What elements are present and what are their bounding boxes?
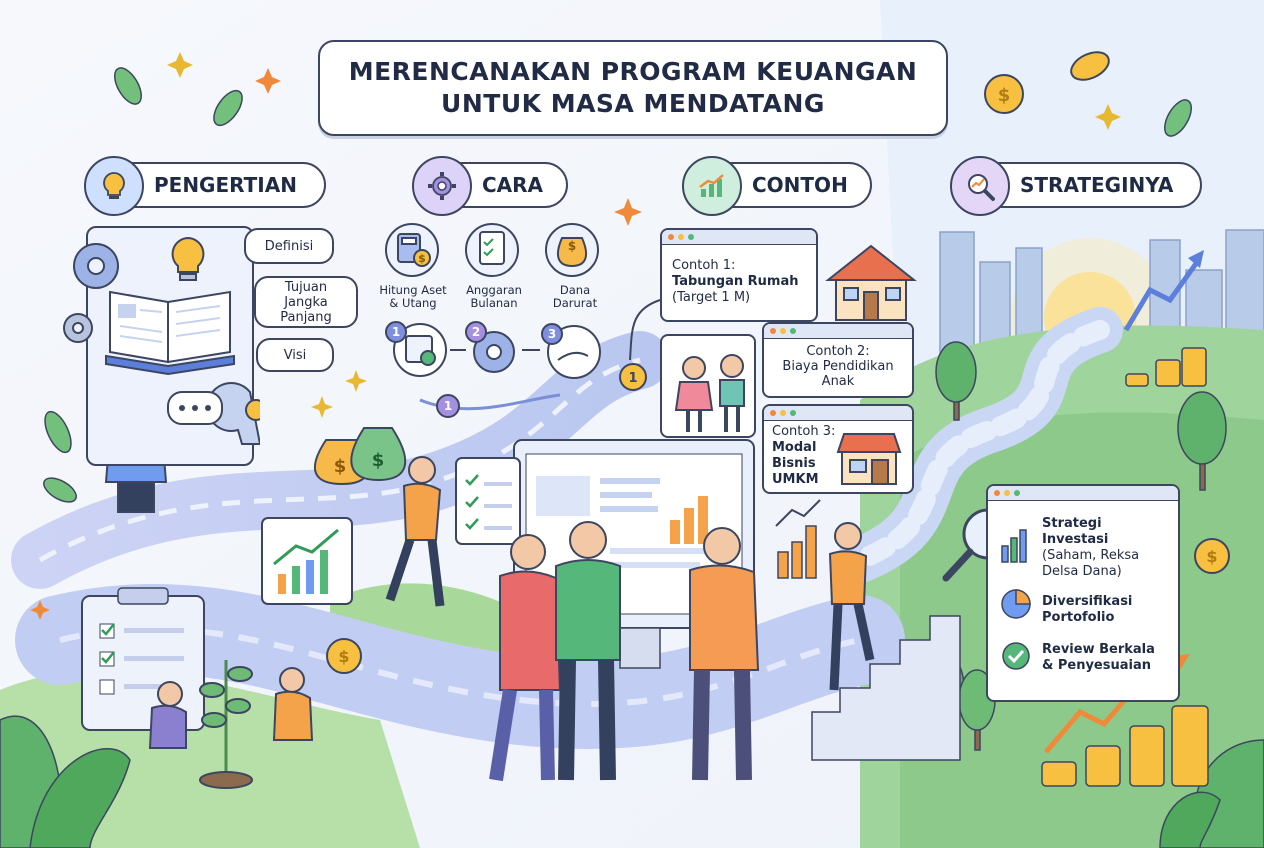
bubble-tujuan: Tujuan Jangka Panjang	[254, 276, 358, 328]
title-line-1: MERENCANAKAN PROGRAM KEUANGAN	[348, 57, 918, 86]
hitung-line-2: & Utang	[389, 296, 437, 310]
contoh-2-name-line-1: Biaya Pendidikan	[782, 359, 894, 374]
step-3-number: 3	[548, 327, 556, 341]
tujuan-line-3: Panjang	[280, 309, 332, 325]
contoh-3-line-3: UMKM	[772, 472, 819, 487]
strategi-icons	[1001, 529, 1031, 670]
contoh-card-2	[762, 322, 914, 398]
section-pengertian: PENGERTIAN	[84, 156, 326, 216]
checklist-clipboard	[81, 587, 205, 731]
magnifier-chart-icon	[950, 156, 1010, 216]
hitung-line-1: Hitung Aset	[379, 283, 447, 297]
contoh-card-1	[660, 228, 818, 322]
title-line-2: UNTUK MASA MENDATANG	[441, 89, 825, 118]
contoh-3-title: Contoh 3:	[772, 424, 836, 439]
bubble-visi: Visi	[256, 338, 334, 372]
definisi-label: Definisi	[264, 238, 314, 254]
step-2-number: 2	[472, 325, 480, 339]
contoh-bar-chart	[775, 499, 821, 579]
section-label-contoh: CONTOH	[752, 173, 848, 197]
strategi-2-line-2: Portofolio	[1042, 610, 1115, 625]
money-bags	[314, 427, 407, 486]
strategi-3-line-1: Review Berkala	[1042, 642, 1155, 657]
section-label-strategi: STRATEGINYA	[1020, 173, 1174, 197]
house-illustration	[825, 244, 917, 321]
section-label-cara: CARA	[482, 173, 544, 197]
anggaran-line-1: Anggaran	[466, 283, 522, 297]
step-numbers: 1 2 3 1	[392, 325, 556, 413]
step-1b-number: 1	[444, 399, 452, 413]
dana-line-2: Darurat	[552, 296, 598, 310]
caption-hitung: Hitung Aset & Utang	[372, 284, 454, 310]
caption-anggaran: Anggaran Bulanan	[456, 284, 532, 310]
contoh-3-line-2: Bisnis	[772, 456, 816, 471]
visi-label: Visi	[283, 347, 307, 363]
sparkles	[30, 68, 642, 620]
tujuan-line-2: Jangka	[284, 294, 328, 310]
growth-arrow	[1123, 256, 1203, 332]
contoh-2-name-line-2: Anak	[821, 374, 855, 389]
checklist-board	[455, 457, 521, 545]
lightbulb-icon	[84, 156, 144, 216]
coin-stacks	[1041, 347, 1209, 787]
section-strategi: STRATEGINYA	[950, 156, 1202, 216]
caption-dana: Dana Darurat	[540, 284, 610, 310]
strategi-3-line-2: & Penyesuaian	[1042, 658, 1152, 673]
contoh-1-note: (Target 1 M)	[672, 290, 751, 305]
section-label-pengertian: PENGERTIAN	[154, 173, 297, 197]
gear-icon	[412, 156, 472, 216]
svg-text:1: 1	[628, 371, 637, 386]
contoh-3-line-1: Modal	[772, 440, 817, 455]
contoh-2-title: Contoh 2:	[806, 344, 870, 359]
shop-illustration	[836, 433, 902, 485]
growth-chart-card	[261, 517, 353, 605]
contoh-1-title: Contoh 1:	[672, 258, 736, 273]
strategi-1-line-2: Investasi	[1042, 532, 1109, 547]
tujuan-line-1: Tujuan	[284, 279, 328, 295]
book-illustration	[63, 236, 260, 445]
anggaran-line-2: Bulanan	[470, 296, 518, 310]
strategi-1-line-1: Strategi	[1042, 516, 1102, 531]
step-1-number: 1	[392, 325, 400, 339]
growth-chart-icon	[682, 156, 742, 216]
strategi-1-note-1: (Saham, Reksa	[1042, 548, 1140, 563]
strategi-2-line-1: Diversifikasi	[1042, 594, 1133, 609]
cara-illustrations: 1 2 3 1	[385, 223, 601, 418]
kids-illustration	[674, 354, 745, 432]
leaf-decorations	[43, 67, 1192, 503]
section-cara: CARA	[412, 156, 568, 216]
contoh-1-name: Tabungan Rumah	[672, 274, 799, 289]
bubble-definisi: Definisi	[244, 228, 334, 264]
strategi-1-note-2: Delsa Dana)	[1042, 564, 1122, 579]
step-badge-contoh: 1	[619, 363, 647, 391]
section-contoh: CONTOH	[682, 156, 872, 216]
stairs	[811, 615, 961, 761]
dana-line-1: Dana	[559, 283, 591, 297]
main-title-box: MERENCANAKAN PROGRAM KEUANGAN UNTUK MASA…	[318, 40, 948, 136]
